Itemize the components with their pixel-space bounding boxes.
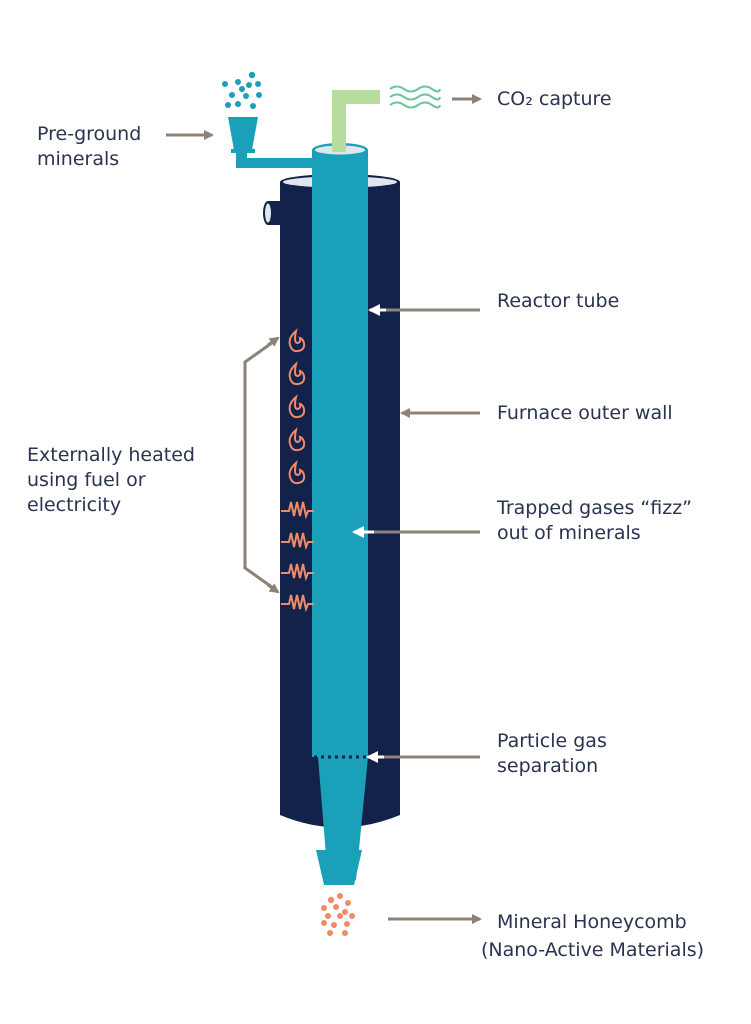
label-co2-capture: CO₂ capture <box>497 88 612 110</box>
label-reactor-tube: Reactor tube <box>497 290 620 312</box>
label-furnace-wall: Furnace outer wall <box>497 402 673 424</box>
flame-icon <box>288 328 306 353</box>
heating-coil-icon <box>281 501 314 520</box>
label-particle-separation: Particle gas separation <box>497 730 607 777</box>
label-externally-heated: Externally heated using fuel or electric… <box>27 444 195 516</box>
label-honeycomb: Mineral Honeycomb (Nano-Active Materials… <box>481 911 705 961</box>
heating-coil-icon <box>281 594 314 613</box>
flame-icon <box>288 460 306 485</box>
label-trapped-gases: Trapped gases “fizz” out of minerals <box>497 497 693 544</box>
flame-icon <box>288 361 306 386</box>
heating-coil-icon <box>281 563 314 582</box>
mineral-particles-icon <box>222 71 262 109</box>
gas-waves-icon <box>389 85 441 109</box>
reactor-tube <box>312 143 368 885</box>
co2-pipe <box>332 90 380 152</box>
inner-arrows <box>352 304 386 763</box>
flame-icon <box>288 394 306 419</box>
arrows <box>166 94 482 924</box>
heater-icons <box>281 328 314 613</box>
flame-icon <box>288 427 306 452</box>
honeycomb-particles-icon <box>321 893 355 936</box>
label-pre-ground: Pre-ground minerals <box>37 123 142 170</box>
hopper-icon <box>228 117 316 168</box>
bracket-heated <box>243 338 277 592</box>
heating-coil-icon <box>281 532 314 551</box>
